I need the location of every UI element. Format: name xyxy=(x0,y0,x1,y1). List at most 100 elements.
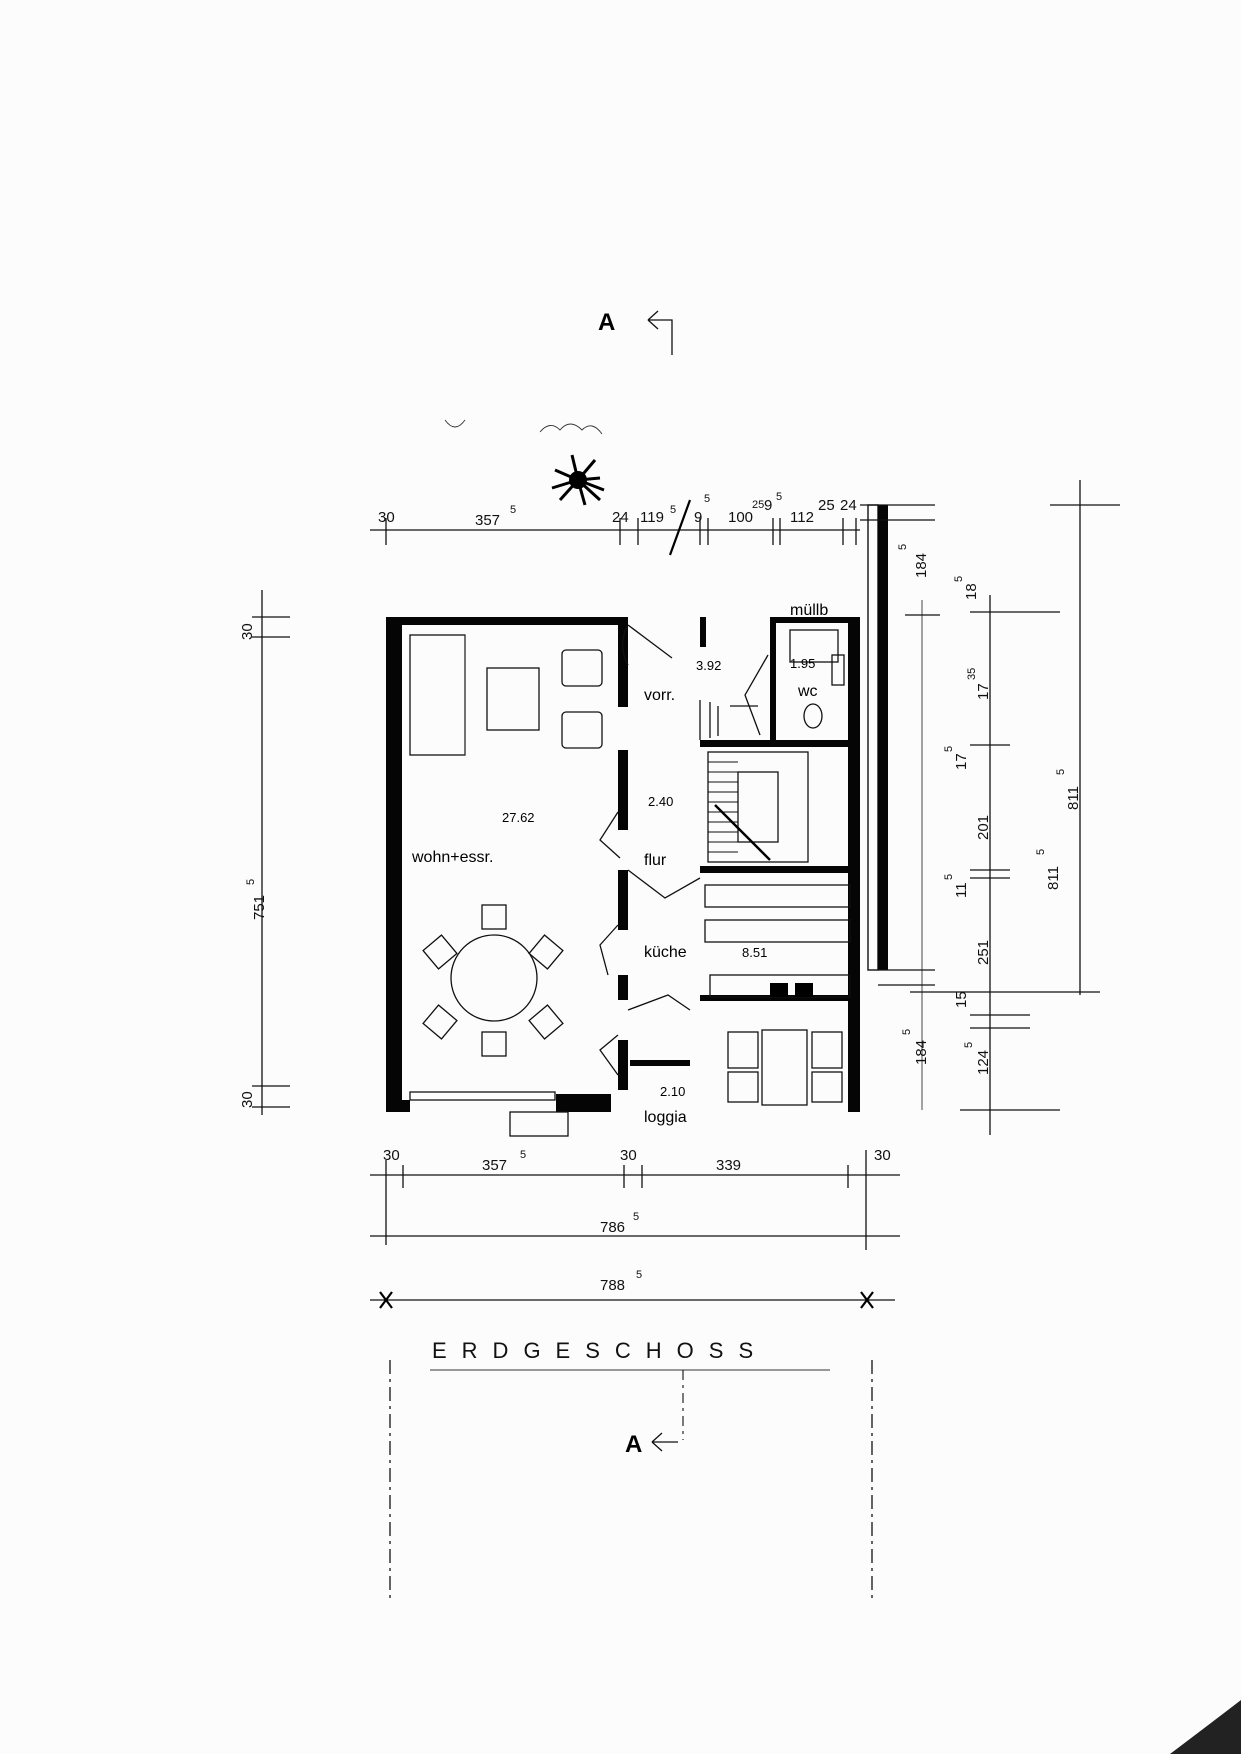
wc-label: wc xyxy=(797,683,818,700)
muellb-label: müllb xyxy=(790,602,828,619)
door-vorr xyxy=(621,624,673,666)
coffee-table xyxy=(486,667,540,731)
section-label-bottom: A xyxy=(625,1431,642,1458)
vorr-label: vorr. xyxy=(644,687,675,704)
dim-right-124: 124 xyxy=(975,1050,992,1075)
section-arrow-top xyxy=(647,310,673,355)
dim-left-30-top: 30 xyxy=(239,623,256,640)
dim-left-751: 751 xyxy=(251,895,268,920)
right-dimension-chains: 184 5 18 5 17 35 17 5 201 11 5 251 15 12… xyxy=(897,480,1120,1135)
dim-top-9: 9 xyxy=(694,509,702,526)
scan-shadow xyxy=(1170,1700,1241,1754)
armchair-1 xyxy=(561,649,603,687)
dim-top-100: 100 xyxy=(728,509,753,526)
room-labels: 27.62 wohn+essr. 3.92 vorr. müllb 1.95 w… xyxy=(411,602,828,1126)
dim-bottom-30b: 30 xyxy=(620,1147,637,1164)
dim-right-811-outer-sup: 5 xyxy=(1055,769,1067,775)
doorstep xyxy=(509,1111,569,1137)
dim-right-18-sup: 5 xyxy=(953,576,965,582)
dim-top-30: 30 xyxy=(378,509,395,526)
kueche-label: küche xyxy=(644,944,687,961)
dim-right-184b: 184 xyxy=(913,1040,930,1065)
door-kitchen-top xyxy=(627,869,701,899)
dim-top-357-sup: 5 xyxy=(510,504,516,516)
dim-top-25a: 25 xyxy=(752,499,764,511)
dim-top-119-sup: 5 xyxy=(670,504,676,516)
dim-top-9-sup: 5 xyxy=(704,493,710,505)
wohn-area: 27.62 xyxy=(502,810,535,825)
dim-bottom-788: 788 xyxy=(600,1277,625,1294)
dim-left-30-bottom: 30 xyxy=(239,1091,256,1108)
loggia-chair xyxy=(811,1031,843,1069)
wc-area: 1.95 xyxy=(790,656,815,671)
dim-top-9b-sup: 5 xyxy=(776,491,782,503)
door-loggia xyxy=(599,1034,619,1076)
muellb-box xyxy=(789,629,839,663)
dining-chair xyxy=(481,904,507,930)
dim-right-11: 11 xyxy=(953,882,970,898)
loggia-table xyxy=(761,1029,808,1106)
flur-label: flur xyxy=(644,852,667,869)
loggia-area: 2.10 xyxy=(660,1084,685,1099)
flur-area: 2.40 xyxy=(648,794,673,809)
dim-top-24: 24 xyxy=(612,509,629,526)
dim-right-11-sup: 5 xyxy=(943,874,955,880)
dim-top-9b: 9 xyxy=(764,497,772,514)
dim-right-17b: 17 xyxy=(953,753,970,770)
dim-bottom-786-sup: 5 xyxy=(633,1211,639,1223)
top-dimension-chain: 30 357 5 24 119 5 9 5 100 25 9 5 112 25 … xyxy=(370,491,860,556)
sofa xyxy=(409,634,466,756)
wohn-label: wohn+essr. xyxy=(411,849,493,866)
dim-right-184a: 184 xyxy=(913,553,930,578)
dim-bottom-339: 339 xyxy=(716,1157,741,1174)
left-dimension-chain: 30 751 5 30 xyxy=(239,590,290,1115)
door-flur xyxy=(599,811,621,859)
dining-chair xyxy=(422,934,458,970)
dim-bottom-357-sup: 5 xyxy=(520,1149,526,1161)
dim-top-112: 112 xyxy=(790,509,814,526)
kitchen-counter xyxy=(704,884,851,908)
drawing-title: ERDGESCHOSS xyxy=(430,1338,830,1371)
dim-right-251: 251 xyxy=(975,940,992,965)
section-label-top: A xyxy=(598,309,615,336)
door-loggia-top xyxy=(627,994,691,1011)
dim-right-811-mid: 811 xyxy=(1045,866,1062,890)
dim-bottom-788-sup: 5 xyxy=(636,1269,642,1281)
door-wc xyxy=(744,654,769,736)
building-walls xyxy=(386,504,935,1112)
loggia-chair xyxy=(811,1071,843,1103)
dim-right-124-sup: 5 xyxy=(963,1042,975,1048)
dining-chair xyxy=(528,1004,564,1040)
staircase xyxy=(707,751,809,863)
dining-chair xyxy=(481,1031,507,1057)
section-marker-bottom: A xyxy=(625,1431,678,1458)
dim-right-811-outer: 811 xyxy=(1065,786,1082,810)
dim-right-201: 201 xyxy=(975,815,992,840)
dim-right-15: 15 xyxy=(953,991,970,1008)
window-sill xyxy=(409,1091,556,1101)
dim-right-17a: 17 xyxy=(975,683,992,700)
loggia-chair xyxy=(727,1031,759,1069)
railing-vorr xyxy=(699,700,758,740)
living-furniture xyxy=(409,634,603,1137)
door-swings xyxy=(599,624,769,1076)
dim-top-24b: 24 xyxy=(840,497,857,514)
dim-right-184b-sup: 5 xyxy=(901,1029,913,1035)
wc-sink xyxy=(831,654,845,686)
dim-top-25b: 25 xyxy=(818,497,835,514)
kueche-area: 8.51 xyxy=(742,945,767,960)
dining-chair xyxy=(528,934,564,970)
door-kitchen xyxy=(599,924,619,976)
dim-bottom-357: 357 xyxy=(482,1157,507,1174)
section-marker-top: A xyxy=(598,309,673,355)
section-lines xyxy=(389,1360,873,1600)
tree-symbol xyxy=(444,419,605,506)
fixtures xyxy=(704,629,851,1106)
dim-bottom-30a: 30 xyxy=(383,1147,400,1164)
armchair-2 xyxy=(561,711,603,749)
dim-top-119: 119 xyxy=(640,509,664,526)
dim-right-17a-sup: 35 xyxy=(966,668,978,680)
dim-bottom-30c: 30 xyxy=(874,1147,891,1164)
